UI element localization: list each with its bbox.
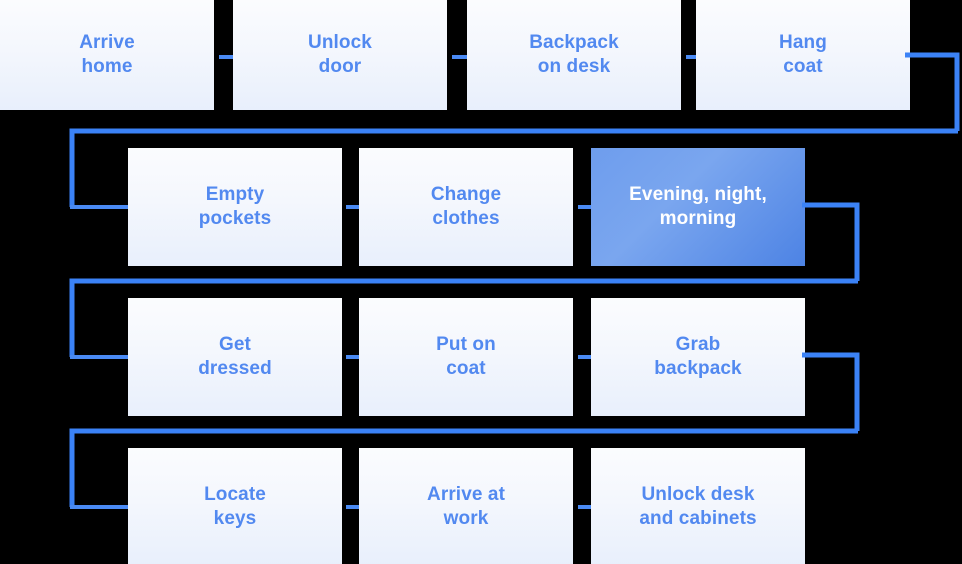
node-grab-backpack[interactable]: Grab backpack xyxy=(591,298,805,416)
node-get-dressed[interactable]: Get dressed xyxy=(128,298,342,416)
node-label: Evening, night, morning xyxy=(629,183,767,229)
node-hang-coat[interactable]: Hang coat xyxy=(696,0,910,110)
node-label: Unlock door xyxy=(308,31,372,77)
node-evening-night-morning[interactable]: Evening, night, morning xyxy=(591,148,805,266)
node-label: Unlock desk and cabinets xyxy=(639,483,757,529)
elbow-connector-icon-row3-to-row4 xyxy=(802,350,862,434)
arrow-right-icon-into-locate-keys xyxy=(70,496,160,518)
node-unlock-desk-and-cabinets[interactable]: Unlock desk and cabinets xyxy=(591,448,805,564)
node-label: Arrive home xyxy=(79,31,135,77)
node-arrive-at-work[interactable]: Arrive at work xyxy=(359,448,573,564)
elbow-connector-icon-row1-to-row2 xyxy=(905,50,962,134)
elbow-connector-icon-row2-to-row3 xyxy=(802,200,862,284)
elbow-connector-icon-row3-entry xyxy=(68,278,863,363)
node-label: Change clothes xyxy=(430,183,502,229)
arrow-right-icon-into-get-dressed xyxy=(70,346,160,368)
node-label: Arrive at work xyxy=(427,483,505,529)
node-label: Backpack on desk xyxy=(529,31,619,77)
node-label: Locate keys xyxy=(204,483,266,529)
node-label: Empty pockets xyxy=(198,183,272,229)
node-label: Get dressed xyxy=(198,333,272,379)
elbow-connector-icon-row4-entry xyxy=(68,428,863,513)
arrow-right-icon-into-empty-pockets xyxy=(70,196,160,218)
node-arrive-home[interactable]: Arrive home xyxy=(0,0,214,110)
node-empty-pockets[interactable]: Empty pockets xyxy=(128,148,342,266)
node-backpack-on-desk[interactable]: Backpack on desk xyxy=(467,0,681,110)
node-change-clothes[interactable]: Change clothes xyxy=(359,148,573,266)
elbow-connector-icon-row2-entry xyxy=(68,128,962,213)
node-put-on-coat[interactable]: Put on coat xyxy=(359,298,573,416)
node-label: Grab backpack xyxy=(654,333,742,379)
node-locate-keys[interactable]: Locate keys xyxy=(128,448,342,564)
node-label: Put on coat xyxy=(436,333,496,379)
node-label: Hang coat xyxy=(779,31,827,77)
node-unlock-door[interactable]: Unlock door xyxy=(233,0,447,110)
